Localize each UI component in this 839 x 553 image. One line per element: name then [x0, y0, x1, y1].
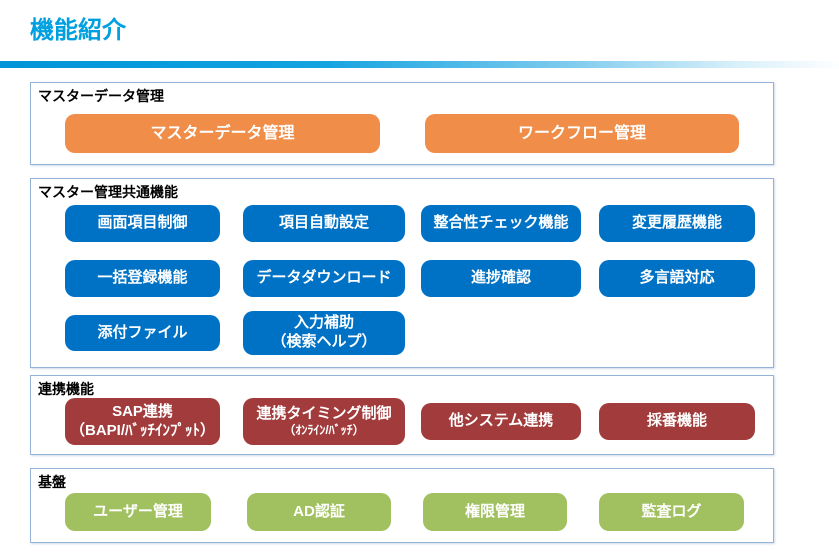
block-label: データダウンロード: [256, 269, 392, 287]
block-ad-authentication: AD認証: [247, 493, 391, 531]
block-sap-integration: SAP連携 （BAPI/ﾊﾞｯﾁｲﾝﾌﾟｯﾄ）: [65, 398, 220, 445]
block-label: AD認証: [293, 502, 345, 520]
block-progress-check: 進捗確認: [421, 260, 581, 297]
block-label: 画面項目制御: [97, 214, 188, 232]
page-title: 機能紹介: [30, 17, 126, 44]
block-label: 一括登録機能: [97, 269, 188, 287]
block-sublabel: （BAPI/ﾊﾞｯﾁｲﾝﾌﾟｯﾄ）: [69, 421, 215, 439]
section-label-common-functions: マスター管理共通機能: [38, 184, 178, 200]
block-label: ユーザー管理: [93, 502, 183, 520]
section-common-functions: マスター管理共通機能 画面項目制御 項目自動設定 整合性チェック機能 変更履歴機…: [30, 178, 774, 368]
block-multilingual-support: 多言語対応: [599, 260, 755, 297]
block-consistency-check: 整合性チェック機能: [421, 205, 581, 242]
block-audit-log: 監査ログ: [599, 493, 744, 531]
block-item-auto-setting: 項目自動設定: [243, 205, 405, 242]
block-label: 変更履歴機能: [631, 214, 722, 232]
block-label: 採番機能: [646, 412, 707, 430]
block-authority-management: 権限管理: [423, 493, 567, 531]
block-sublabel: （検索ヘルプ）: [271, 333, 377, 350]
block-attachment-file: 添付ファイル: [65, 315, 220, 351]
block-data-download: データダウンロード: [243, 260, 405, 297]
block-workflow-management: ワークフロー管理: [425, 114, 739, 153]
block-label: 進捗確認: [470, 269, 531, 287]
block-label: 項目自動設定: [278, 214, 369, 232]
block-user-management: ユーザー管理: [65, 493, 211, 531]
block-other-system-integration: 他システム連携: [421, 403, 581, 440]
block-bulk-registration: 一括登録機能: [65, 260, 220, 297]
section-platform: 基盤 ユーザー管理 AD認証 権限管理 監査ログ: [30, 468, 774, 543]
block-label: 連携タイミング制御: [256, 404, 392, 422]
block-label: SAP連携: [112, 402, 173, 420]
block-integration-timing-control: 連携タイミング制御 （ｵﾝﾗｲﾝ/ﾊﾞｯﾁ）: [243, 398, 405, 445]
section-label-master-data: マスターデータ管理: [38, 88, 164, 104]
section-master-data-management: マスターデータ管理 マスターデータ管理 ワークフロー管理: [30, 82, 774, 165]
block-label: 入力補助: [293, 314, 354, 332]
block-master-data-management: マスターデータ管理: [65, 114, 380, 153]
accent-bar: [0, 61, 839, 68]
block-label: 添付ファイル: [97, 323, 188, 341]
block-label: 整合性チェック機能: [433, 214, 569, 232]
block-label: 他システム連携: [448, 412, 554, 430]
section-integration-functions: 連携機能 SAP連携 （BAPI/ﾊﾞｯﾁｲﾝﾌﾟｯﾄ） 連携タイミング制御 （…: [30, 375, 774, 455]
block-screen-item-control: 画面項目制御: [65, 205, 220, 242]
block-label: マスターデータ管理: [150, 124, 295, 142]
block-label: ワークフロー管理: [517, 124, 646, 142]
section-label-platform: 基盤: [38, 474, 66, 490]
block-numbering-function: 採番機能: [599, 403, 755, 440]
section-label-integration: 連携機能: [38, 381, 94, 397]
block-change-history: 変更履歴機能: [599, 205, 755, 242]
block-label: 多言語対応: [639, 269, 715, 287]
block-input-assist: 入力補助 （検索ヘルプ）: [243, 311, 405, 355]
block-sublabel: （ｵﾝﾗｲﾝ/ﾊﾞｯﾁ）: [283, 423, 365, 438]
block-label: 権限管理: [464, 502, 525, 520]
block-label: 監査ログ: [641, 502, 702, 520]
